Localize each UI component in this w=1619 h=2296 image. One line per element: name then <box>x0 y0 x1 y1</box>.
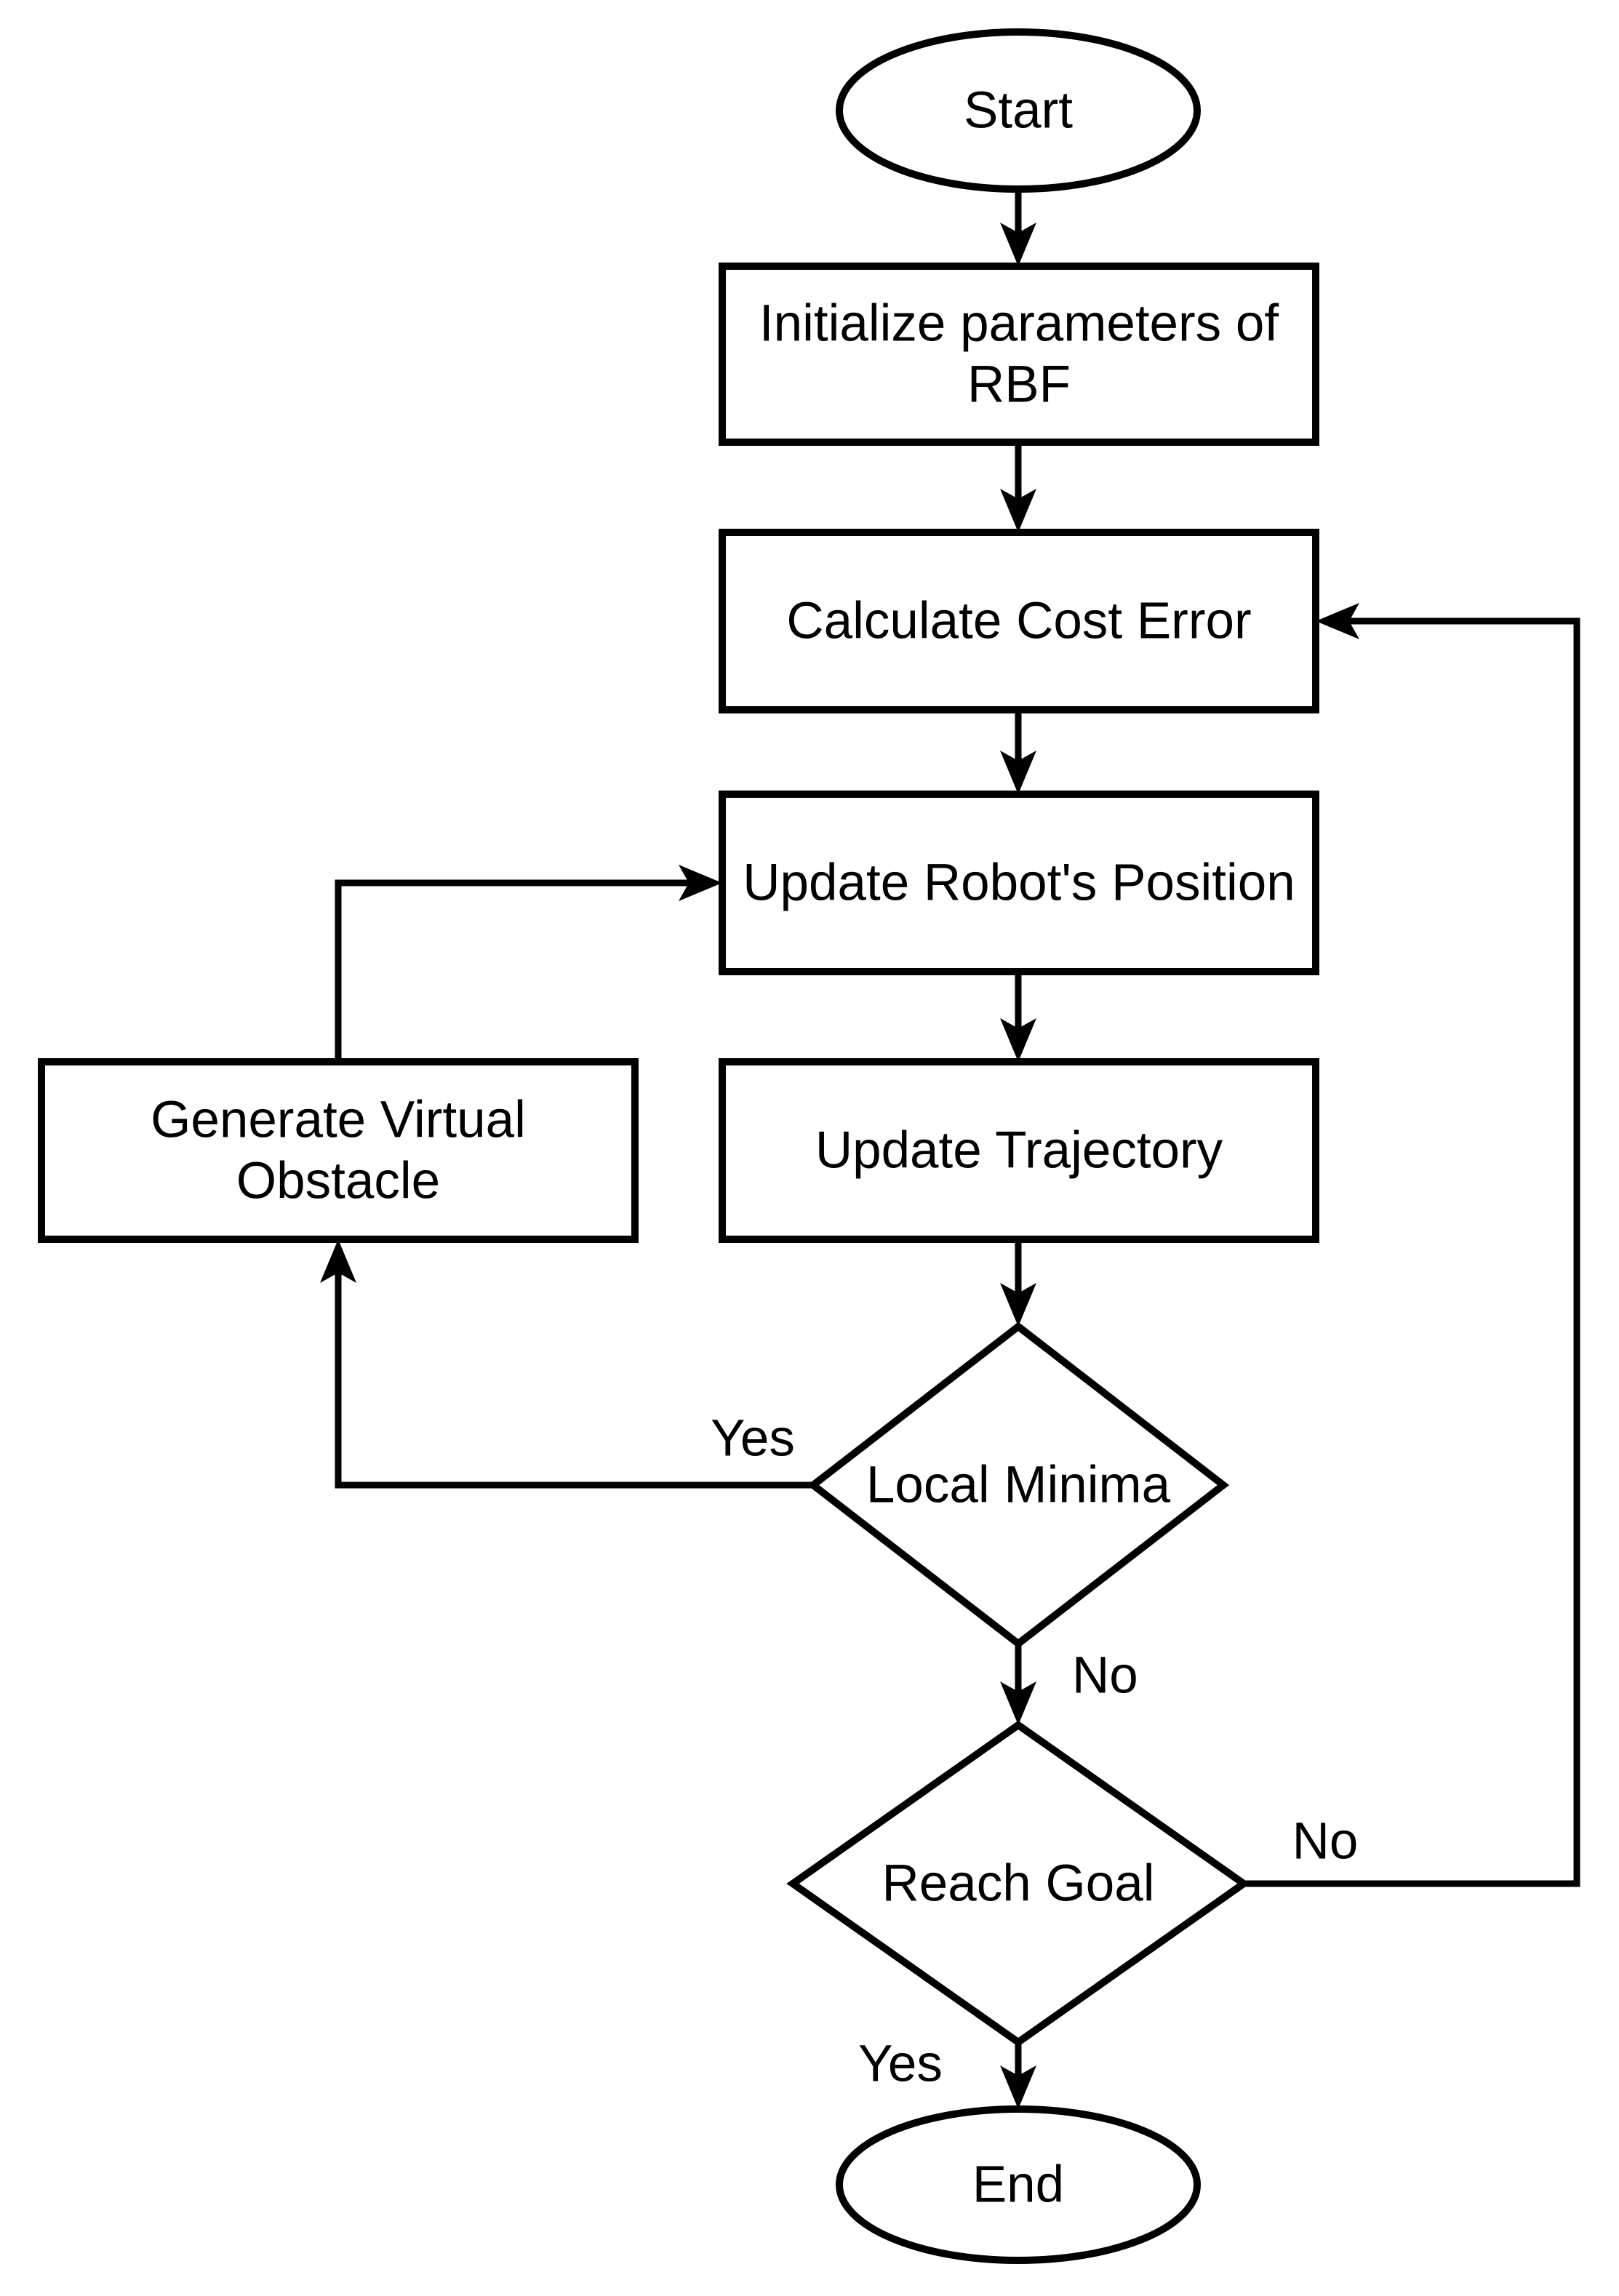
reach-goal-label: Reach Goal <box>882 1855 1155 1913</box>
start-ellipse <box>836 28 1201 193</box>
label-local-minima-no: No <box>1072 1647 1138 1705</box>
arrowhead-left-icon <box>1316 603 1359 639</box>
initialize-rbf-label-line2: RBF <box>967 356 1071 414</box>
edge-reach-goal-yes-to-end <box>1000 2042 1036 2109</box>
edge-calculate-to-update-position <box>1000 710 1036 794</box>
arrowhead-up-icon <box>320 1239 356 1283</box>
generate-virtual-obstacle-node: Generate Virtual Obstacle <box>38 1058 639 1243</box>
arrowhead-down-icon <box>1000 489 1036 532</box>
arrowhead-right-icon <box>679 865 722 901</box>
label-reach-goal-yes: Yes <box>858 2036 943 2093</box>
arrowhead-down-icon <box>1000 1283 1036 1327</box>
end-label: End <box>972 2156 1064 2214</box>
label-local-minima-yes: Yes <box>711 1410 795 1468</box>
generate-virtual-obstacle-label-line2: Obstacle <box>236 1153 440 1210</box>
initialize-rbf-node: Initialize parameters of RBF <box>719 263 1319 446</box>
calculate-cost-error-label: Calculate Cost Error <box>786 593 1251 650</box>
label-reach-goal-no: No <box>1292 1813 1359 1871</box>
calculate-cost-error-node: Calculate Cost Error <box>719 529 1319 713</box>
local-minima-diamond <box>807 1321 1230 1649</box>
edge-start-to-initialize <box>1000 189 1036 266</box>
reach-goal-diamond <box>786 1720 1250 2047</box>
arrowhead-down-icon <box>1000 1018 1036 1062</box>
start-node: Start <box>836 28 1201 193</box>
edge-reach-goal-no-to-calculate <box>1244 603 1580 1887</box>
arrowhead-down-icon <box>1000 1681 1036 1725</box>
arrowhead-down-icon <box>1000 223 1036 266</box>
generate-virtual-obstacle-label-line1: Generate Virtual <box>151 1092 526 1149</box>
local-minima-label: Local Minima <box>866 1457 1171 1514</box>
calculate-cost-error-rect <box>719 529 1319 713</box>
start-label: Start <box>964 82 1073 140</box>
edge-local-minima-no-to-reach-goal <box>1000 1644 1036 1725</box>
update-trajectory-rect <box>719 1058 1319 1243</box>
update-robot-position-label: Update Robot's Position <box>743 855 1295 912</box>
edge-trajectory-to-local-minima <box>1000 1239 1036 1327</box>
arrowhead-down-icon <box>1000 2065 1036 2109</box>
generate-virtual-obstacle-rect <box>38 1058 639 1243</box>
initialize-rbf-rect <box>719 263 1319 446</box>
edge-local-minima-yes-to-generate-obstacle <box>320 1239 813 1489</box>
update-robot-position-node: Update Robot's Position <box>719 791 1319 975</box>
local-minima-node: Local Minima <box>807 1321 1230 1649</box>
end-ellipse <box>836 2105 1201 2264</box>
edge-generate-obstacle-to-update-position <box>335 865 722 1062</box>
end-node: End <box>836 2105 1201 2264</box>
edge-update-position-to-trajectory <box>1000 972 1036 1062</box>
arrowhead-down-icon <box>1000 751 1036 794</box>
update-robot-position-rect <box>719 791 1319 975</box>
update-trajectory-label: Update Trajectory <box>815 1122 1223 1180</box>
edge-initialize-to-calculate <box>1000 442 1036 532</box>
update-trajectory-node: Update Trajectory <box>719 1058 1319 1243</box>
reach-goal-node: Reach Goal <box>786 1720 1250 2047</box>
initialize-rbf-label-line1: Initialize parameters of <box>759 295 1279 353</box>
